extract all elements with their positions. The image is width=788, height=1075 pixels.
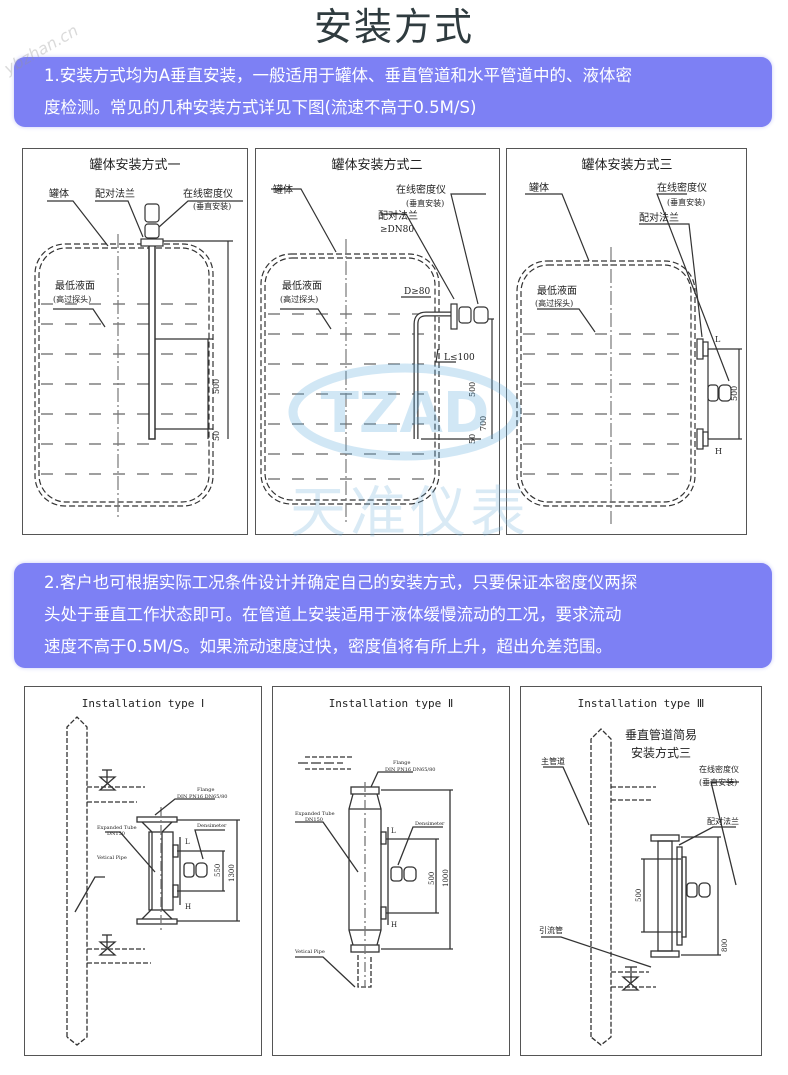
tank-diagram-3-drawing: 罐体安装方式三 罐体 在线密度仪 (垂直安装) 配对法兰 最低液面 (高过探头)… [516,157,742,524]
label-main-pipe: 主管道 [541,756,565,766]
label-flange-spec: DIN PN16 DN65/80 [385,767,435,773]
note-line: 2.客户也可根据实际工况条件设计并确定自己的安装方式，只要保证本密度仪两探 [44,573,638,592]
dimension-500: 500 [468,382,477,397]
label-above-probe: (高过探头) [53,294,91,304]
tank-install-diagram-1: 罐体安装方式一 罐体 配对法兰 在线密度仪 (垂直安装) 最低液面 (高过探头)… [22,148,248,535]
label-flange: 配对法兰 [378,209,418,222]
dimension-1300: 1300 [228,864,236,882]
label-h: H [715,447,722,456]
dimension-550: 550 [214,864,222,877]
note-line: 1.安装方式均为A垂直安装，一般适用于罐体、垂直管道和水平管道中的、液体密 [44,66,633,85]
installation-note-1: 1.安装方式均为A垂直安装，一般适用于罐体、垂直管道和水平管道中的、液体密 度检… [14,57,772,127]
diagram-title: Installation type Ⅰ [82,697,204,710]
dimension-1000: 1000 [442,869,450,887]
pipe-diagram-1-drawing: Installation type Ⅰ Flange DIN PN16 DN65… [66,697,240,1046]
label-vertical-pipe: Vetical Pipe [96,855,127,861]
installation-note-2: 2.客户也可根据实际工况条件设计并确定自己的安装方式，只要保证本密度仪两探 头处… [14,563,772,668]
dimension-500: 500 [635,889,643,902]
watermark-text: 天准仪表 [290,481,530,546]
dimension-50: 50 [468,434,477,444]
label-tank: 罐体 [49,187,69,200]
label-tube-spec: DN150 [107,831,125,837]
dimension-l: L≤100 [444,353,475,363]
label-h: H [185,903,191,911]
label-densimeter: 在线密度仪 [183,187,233,200]
label-flange-spec: DIN PN16 DN65/80 [177,794,227,800]
label-flange-size: ≥DN80 [380,225,414,235]
label-l: L [715,335,721,344]
label-above-probe: (高过探头) [280,294,318,304]
label-tank: 罐体 [273,183,293,196]
dimension-500: 500 [212,379,221,394]
dimension-500: 500 [730,386,739,401]
label-tank: 罐体 [529,181,549,194]
page-title: 安装方式 [313,5,474,49]
label-min-level: 最低液面 [282,279,322,292]
tank-install-diagram-3: 罐体安装方式三 罐体 在线密度仪 (垂直安装) 配对法兰 最低液面 (高过探头)… [506,148,747,535]
pipe-install-diagram-1: Installation type Ⅰ Flange DIN PN16 DN65… [24,686,262,1056]
label-vertical-pipe: Vetical Pipe [294,949,325,955]
diagram-title: 罐体安装方式二 [331,157,422,173]
note-line: 度检测。常见的几种安装方式详见下图(流速不高于0.5M/S) [44,98,477,117]
label-vertical-install: (垂直安装) [699,777,737,787]
label-densimeter: 在线密度仪 [699,764,739,774]
note-line: 速度不高于0.5M/S。如果流动速度过快，密度值将有所上升，超出允差范围。 [44,637,613,656]
label-drain-pipe: 引流管 [539,925,563,935]
label-h: H [391,921,397,929]
label-densimeter: Densimeter [197,823,227,829]
pipe-diagram-2-drawing: Installation type Ⅱ Flange DIN PN16 DN65… [294,697,454,988]
label-min-level: 最低液面 [55,279,95,292]
label-tube-spec: DN150 [305,817,323,823]
pipe-diagram-3-drawing: Installation type Ⅲ 垂直管道简易 安装方式三 主管道 在线密… [539,697,739,1046]
label-densimeter: 在线密度仪 [657,181,707,194]
label-densimeter: 在线密度仪 [396,183,446,196]
label-flange: Flange [197,787,214,793]
label-vertical-install: (垂直安装) [667,197,705,207]
tank-install-diagram-2: 罐体安装方式二 罐体 在线密度仪 (垂直安装) 配对法兰 ≥DN80 最低液面 … [255,148,500,535]
pipe-install-diagram-3: Installation type Ⅲ 垂直管道简易 安装方式三 主管道 在线密… [520,686,762,1056]
pipe-install-diagram-2: Installation type Ⅱ Flange DIN PN16 DN65… [272,686,510,1056]
dimension-800: 800 [721,939,729,952]
label-expanded-tube: Expanded Tube [295,811,335,817]
diagram-subtitle: 安装方式三 [631,745,691,760]
diagram-subtitle: 垂直管道简易 [625,727,697,742]
label-flange: 配对法兰 [707,816,739,826]
label-flange: 配对法兰 [639,211,679,224]
label-min-level: 最低液面 [537,284,577,297]
label-flange: Flange [393,760,410,766]
label-l: L [391,827,396,835]
label-flange: 配对法兰 [95,187,135,200]
label-vertical-install: (垂直安装) [193,201,231,211]
dimension-d: D≥80 [404,287,430,297]
dimension-500: 500 [428,872,436,885]
label-l: L [185,838,190,846]
label-densimeter: Densimeter [415,821,445,827]
diagram-title: 罐体安装方式一 [89,157,180,173]
diagram-title: Installation type Ⅲ [578,697,705,710]
label-vertical-install: (垂直安装) [406,198,444,208]
dimension-50: 50 [212,431,221,441]
diagram-title: 罐体安装方式三 [581,157,672,173]
label-above-probe: (高过探头) [535,298,573,308]
tank-diagram-2-drawing: 罐体安装方式二 罐体 在线密度仪 (垂直安装) 配对法兰 ≥DN80 最低液面 … [260,157,494,524]
tank-diagram-1-drawing: 罐体安装方式一 罐体 配对法兰 在线密度仪 (垂直安装) 最低液面 (高过探头)… [34,157,243,519]
diagram-title: Installation type Ⅱ [329,697,454,710]
label-expanded-tube: Expanded Tube [97,825,137,831]
dimension-700: 700 [479,416,488,431]
note-line: 头处于垂直工作状态即可。在管道上安装适用于液体缓慢流动的工况，要求流动 [44,605,622,624]
